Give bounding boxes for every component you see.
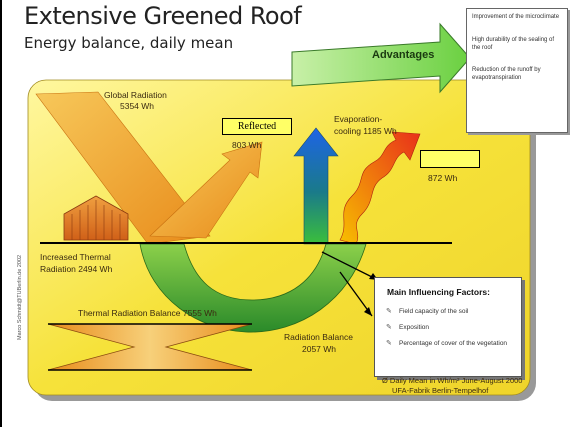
- advantages-box: Improvement of the microclimate High dur…: [466, 8, 568, 133]
- global-radiation-label: Global Radiation: [104, 90, 167, 100]
- bullet-icon: ✎: [386, 340, 392, 347]
- house-stripes: [71, 200, 121, 240]
- reflected-label: Reflected: [222, 118, 292, 135]
- pointer-line-upper: [321, 251, 379, 281]
- pointer-head-lower: [364, 307, 372, 316]
- author-credit: Marco Schmidt@TUBerlin.de 2002: [17, 254, 23, 340]
- pointer-line-lower: [339, 271, 373, 317]
- increased-thermal-value: Radiation 2494 Wh: [40, 264, 113, 274]
- global-radiation-value: 5354 Wh: [120, 101, 155, 111]
- heat-label-box: [420, 150, 480, 168]
- radiation-balance-band: [139, 243, 367, 333]
- influencing-heading: Main Influencing Factors:: [387, 287, 490, 297]
- evaporation-label: Evaporation-: [334, 114, 383, 124]
- influencing-factors-box: Main Influencing Factors: ✎ Field capaci…: [374, 277, 522, 377]
- global-radiation-beam: [35, 91, 211, 245]
- diagram-subtitle: Energy balance, daily mean: [24, 34, 234, 52]
- bullet-icon: ✎: [386, 308, 392, 315]
- influencing-item: Exposition: [399, 324, 429, 331]
- advantages-label: Advantages: [372, 49, 435, 61]
- thermal-balance-label: Thermal Radiation Balance 7555 Wh: [78, 308, 217, 318]
- advantage-item: High durability of the sealing of the ro…: [472, 37, 555, 51]
- footer-line1: Ø Daily Mean in Wh/m² June-August 2000: [382, 376, 523, 385]
- increased-thermal-label: Increased Thermal: [40, 252, 111, 262]
- diagram-title: Extensive Greened Roof: [24, 2, 302, 30]
- heat-value: 872 Wh: [428, 173, 458, 183]
- radiation-balance-value: 2057 Wh: [302, 344, 337, 354]
- evaporation-value: cooling 1185 Wh: [334, 126, 397, 136]
- radiation-balance-label: Radiation Balance: [284, 332, 353, 342]
- advantages-arrow: [291, 22, 471, 94]
- influencing-item: Percentage of cover of the vegetation: [399, 340, 508, 347]
- heat-arrow: [339, 131, 421, 245]
- influencing-item: Field capacity of the soil: [399, 308, 469, 315]
- reflected-value: 803 Wh: [232, 140, 262, 150]
- reflected-arrow: [149, 141, 263, 239]
- advantage-item: Reduction of the runoff by evapotranspir…: [472, 67, 541, 81]
- evaporation-arrow: [293, 127, 339, 245]
- advantage-item: Improvement of the microclimate: [472, 14, 560, 20]
- bullet-icon: ✎: [386, 324, 392, 331]
- footer-line2: UFA-Fabrik Berlin-Tempelhof: [392, 386, 489, 395]
